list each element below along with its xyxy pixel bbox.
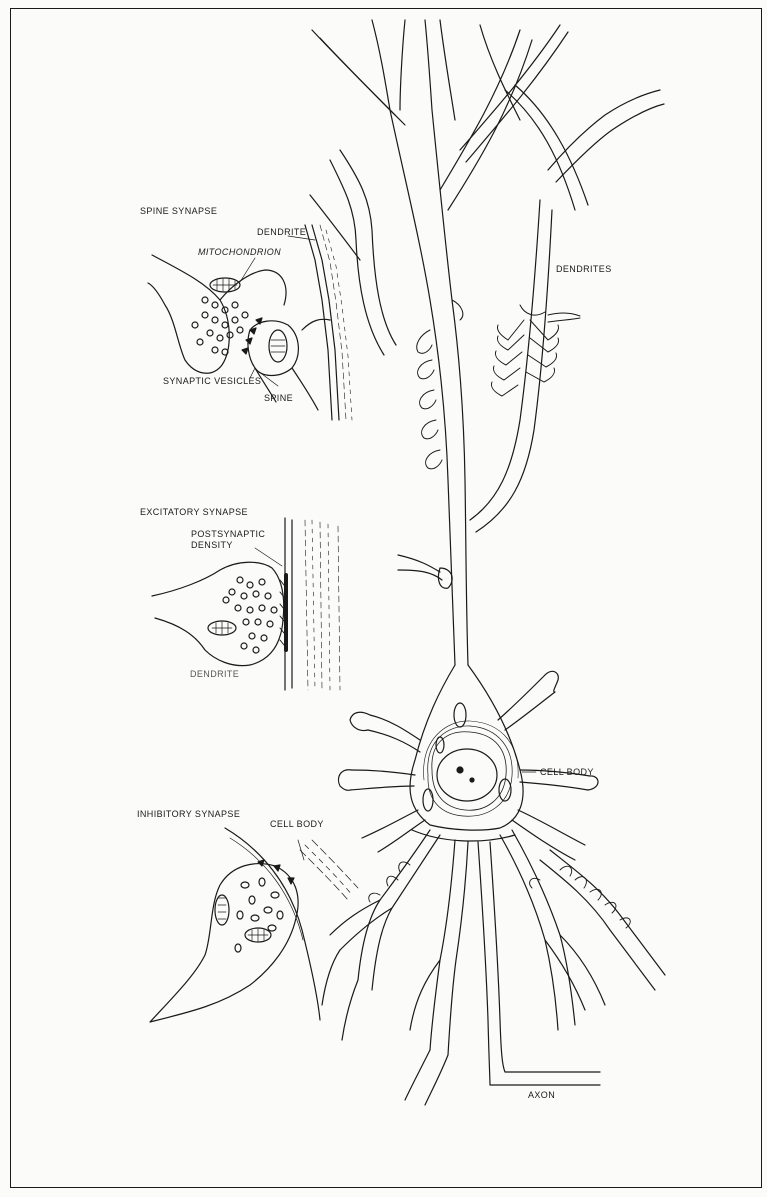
dendritic-spines-right (491, 305, 580, 396)
cell-body (410, 665, 523, 841)
spine-dendrite-label: DENDRITE (257, 228, 306, 237)
axon-label: AXON (528, 1091, 555, 1100)
postsynaptic-label-line2: DENSITY (191, 541, 233, 550)
spiny-branches-lower (369, 862, 631, 928)
excitatory-synapse-illustration (152, 518, 340, 690)
synaptic-vesicles-label: SYNAPTIC VESICLES (163, 377, 261, 386)
neuron-cell-body-label: CELL BODY (540, 768, 594, 777)
inhibitory-synapse-illustration (150, 828, 358, 1022)
dendrites-label: DENDRITES (556, 265, 612, 274)
postsynaptic-label-line1: POSTSYNAPTIC (191, 530, 265, 539)
spine-label: SPINE (264, 394, 293, 403)
mitochondrion-label: MITOCHONDRION (198, 248, 281, 257)
basal-dendrites (322, 671, 665, 1105)
dendritic-spines-trunk (417, 300, 463, 469)
inhibitory-synapse-heading: INHIBITORY SYNAPSE (137, 810, 240, 819)
excitatory-synapse-heading: EXCITATORY SYNAPSE (140, 508, 248, 517)
presynaptic-bouton-trunk (398, 555, 452, 588)
spine-synapse-heading: SPINE SYNAPSE (140, 207, 217, 216)
inhibitory-cell-body-label: CELL BODY (270, 820, 324, 829)
secondary-dendrite-right (470, 90, 664, 532)
excitatory-dendrite-label: DENDRITE (190, 670, 239, 679)
apical-dendrite-trunk (372, 20, 468, 665)
